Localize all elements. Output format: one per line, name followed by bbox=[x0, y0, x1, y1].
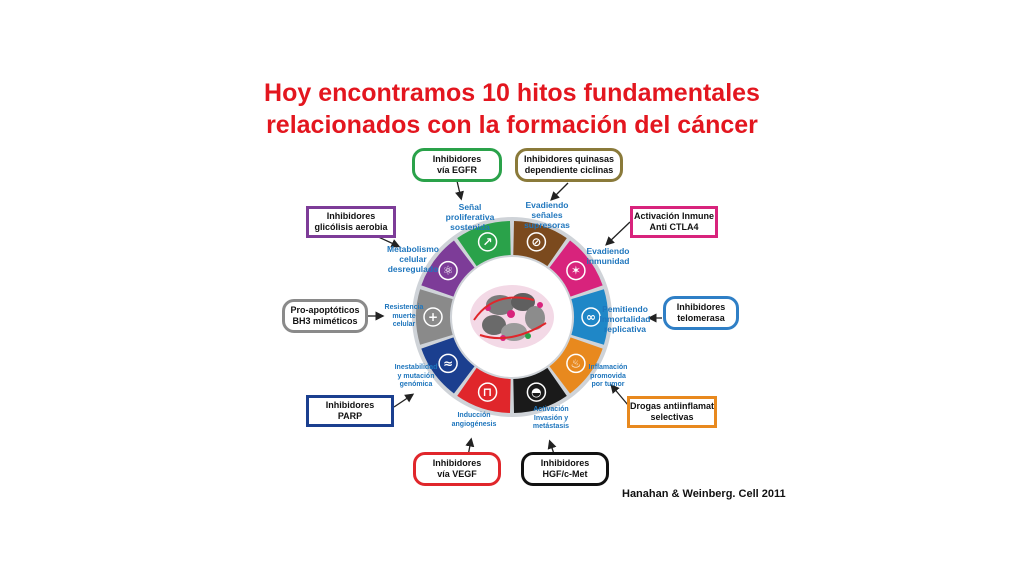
ghost-icon: ◓ bbox=[526, 382, 547, 402]
no-entry-icon: ⊘ bbox=[526, 232, 547, 252]
segment-invasion bbox=[513, 367, 567, 413]
svg-text:⊓: ⊓ bbox=[483, 385, 493, 399]
svg-text:⚛: ⚛ bbox=[443, 264, 454, 278]
svg-text:∞: ∞ bbox=[586, 310, 596, 324]
title-line-1: Hoy encontramos 10 hitos fundamentales bbox=[264, 79, 760, 107]
segment-inmunidad bbox=[549, 240, 603, 297]
segment-inflamacion bbox=[549, 337, 603, 394]
svg-text:↗: ↗ bbox=[483, 235, 493, 249]
segment-angiogenesis bbox=[457, 367, 511, 413]
svg-text:⊘: ⊘ bbox=[531, 235, 541, 249]
citation: Hanahan & Weinberg. Cell 2011 bbox=[622, 488, 786, 500]
title-line-2: relacionados con la formación del cáncer bbox=[266, 111, 758, 139]
immune-icon: ✶ bbox=[566, 260, 586, 281]
segment-supresores bbox=[513, 221, 567, 267]
arrow-icon: ↗ bbox=[477, 232, 498, 252]
flame-icon: ♨ bbox=[566, 353, 586, 374]
atom-icon: ⚛ bbox=[438, 260, 458, 281]
svg-text:≈: ≈ bbox=[443, 356, 453, 370]
svg-text:✶: ✶ bbox=[571, 264, 581, 278]
segment-metabolismo bbox=[421, 240, 475, 297]
vessel-icon: ⊓ bbox=[477, 382, 498, 402]
segment-inestabilidad bbox=[421, 337, 475, 394]
segment-inmortalidad bbox=[571, 289, 608, 345]
segment-senal bbox=[457, 221, 511, 267]
plus-icon: + bbox=[423, 307, 443, 327]
dna-icon: ≈ bbox=[438, 353, 458, 374]
svg-text:♨: ♨ bbox=[571, 356, 582, 370]
svg-text:+: + bbox=[428, 310, 438, 324]
segment-resistencia bbox=[416, 289, 453, 345]
infinity-icon: ∞ bbox=[581, 307, 601, 327]
tumor-cells-illustration bbox=[470, 285, 554, 349]
svg-text:◓: ◓ bbox=[531, 385, 541, 399]
